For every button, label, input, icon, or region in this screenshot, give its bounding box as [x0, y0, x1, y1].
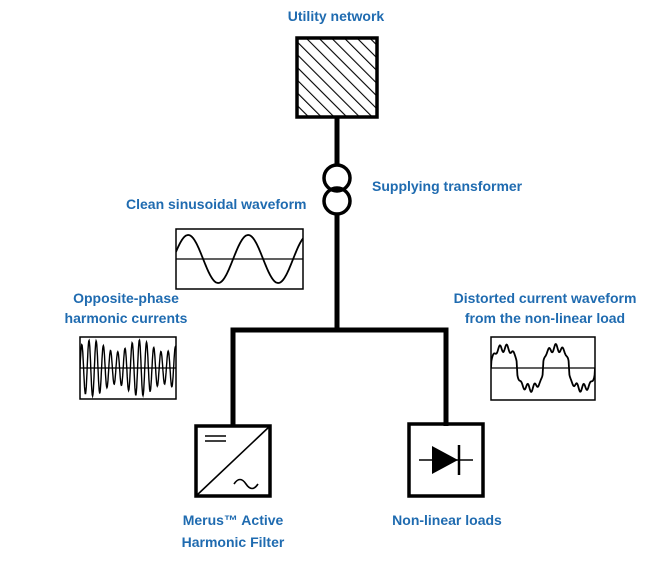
clean-waveform-panel [175, 228, 304, 290]
distorted-current-wave [491, 342, 595, 393]
filter-label-line2: Harmonic Filter [182, 534, 285, 550]
clean-sine-wave [176, 234, 303, 284]
clean-waveform-label: Clean sinusoidal waveform [126, 196, 307, 212]
opposite-phase-label-line1: Opposite-phase [73, 290, 179, 306]
bus-lines [230, 117, 449, 426]
diode-icon [407, 422, 485, 498]
utility-network-icon [295, 36, 379, 119]
opposite-phase-wave [80, 338, 176, 399]
supplying-transformer-label: Supplying transformer [372, 178, 523, 194]
distorted-waveform-panel [490, 336, 596, 401]
transformer-icon [322, 163, 352, 216]
opposite-phase-panel [79, 336, 177, 400]
nonlinear-loads-label: Non-linear loads [392, 512, 502, 528]
utility-network-label: Utility network [288, 8, 385, 24]
filter-label-line1: Merus™ Active [183, 512, 284, 528]
distorted-waveform-label-line2: from the non-linear load [465, 310, 625, 326]
active-filter-icon [194, 424, 272, 498]
distorted-waveform-label-line1: Distorted current waveform [454, 290, 637, 306]
opposite-phase-label-line2: harmonic currents [65, 310, 188, 326]
